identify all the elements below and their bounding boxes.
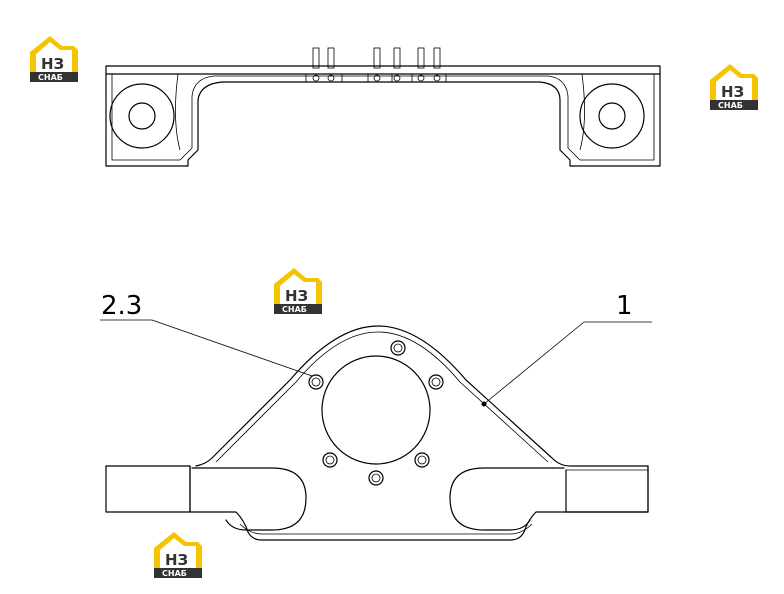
callout-right: 1 xyxy=(481,291,652,407)
front-view xyxy=(105,325,649,541)
logo-watermark-icon: НЗ СНАБ xyxy=(274,268,322,314)
logo-watermark-icon: НЗ СНАБ xyxy=(710,64,758,110)
svg-text:НЗ: НЗ xyxy=(41,55,64,73)
nut-icon xyxy=(305,47,447,83)
logo-watermark-icon: НЗ СНАБ xyxy=(154,532,202,578)
svg-text:НЗ: НЗ xyxy=(285,287,308,305)
callout-left: 2.3 xyxy=(100,291,313,377)
svg-text:СНАБ: СНАБ xyxy=(162,569,187,578)
callout-label-2-3: 2.3 xyxy=(101,291,142,321)
svg-text:НЗ: НЗ xyxy=(721,83,744,101)
svg-text:СНАБ: СНАБ xyxy=(38,73,63,82)
callout-label-1: 1 xyxy=(616,291,633,321)
svg-text:СНАБ: СНАБ xyxy=(718,101,743,110)
svg-text:НЗ: НЗ xyxy=(165,551,188,569)
top-view xyxy=(105,47,661,167)
bolt-hole-icon xyxy=(308,340,444,486)
logo-watermark-icon: НЗ СНАБ xyxy=(30,36,78,82)
svg-text:СНАБ: СНАБ xyxy=(282,305,307,314)
